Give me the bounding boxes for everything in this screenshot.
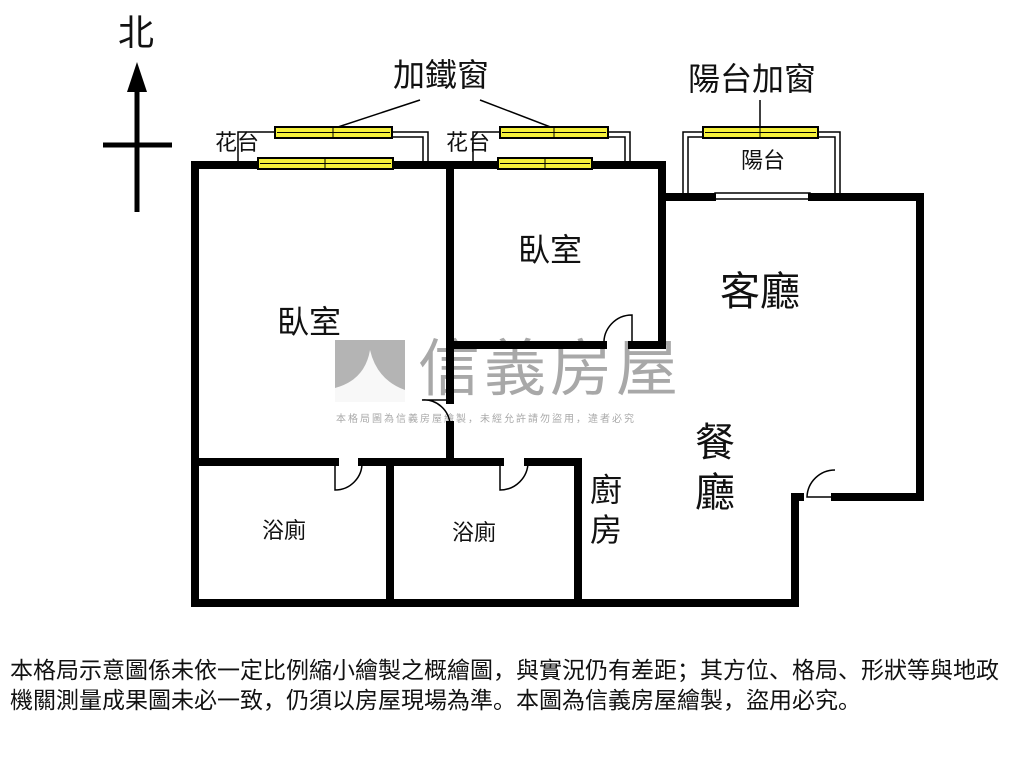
planter-label: 花台 [446,131,491,156]
doors [334,314,836,498]
north-arrow-icon [103,62,172,212]
room-living: 客廳 [720,269,800,315]
balcony-label: 陽台 [741,149,786,174]
window [499,126,609,139]
door-swing-icon [499,461,529,491]
room-bathroom-right: 浴廁 [452,521,497,546]
window [257,157,394,170]
door-swing-icon [603,314,633,346]
room-bedroom-small: 臥室 [518,231,583,269]
window [274,126,393,139]
disclaimer-text: 本格局示意圖係未依一定比例縮小繪製之概繪圖，與實況仍有差距；其方位、格局、形狀等… [10,658,999,714]
room-bedroom-large: 臥室 [277,303,342,341]
room-kitchen: 廚 房 [590,471,623,549]
iron-window-label: 加鐵窗 [393,56,490,94]
window [702,126,819,139]
north-label: 北 [118,13,155,54]
balcony-window-label: 陽台加窗 [688,60,817,98]
door-swing-icon [421,399,451,426]
watermark-notice: 本格局圖為信義房屋繪製，未經允許請勿盜用，違者必究 [336,414,636,425]
room-dining: 餐 廳 [695,420,735,516]
logo-roof-icon [335,350,405,402]
planter-outlines [237,131,841,200]
floor-plan [103,62,924,607]
windows [257,126,819,170]
door-swing-icon [806,469,836,498]
walls [191,161,924,607]
watermark-logo [335,340,405,402]
window [497,157,593,170]
planter-label: 花台 [215,131,260,156]
leader-lines [334,99,761,129]
door-swing-icon [334,461,363,491]
room-bathroom-left: 浴廁 [262,519,307,544]
